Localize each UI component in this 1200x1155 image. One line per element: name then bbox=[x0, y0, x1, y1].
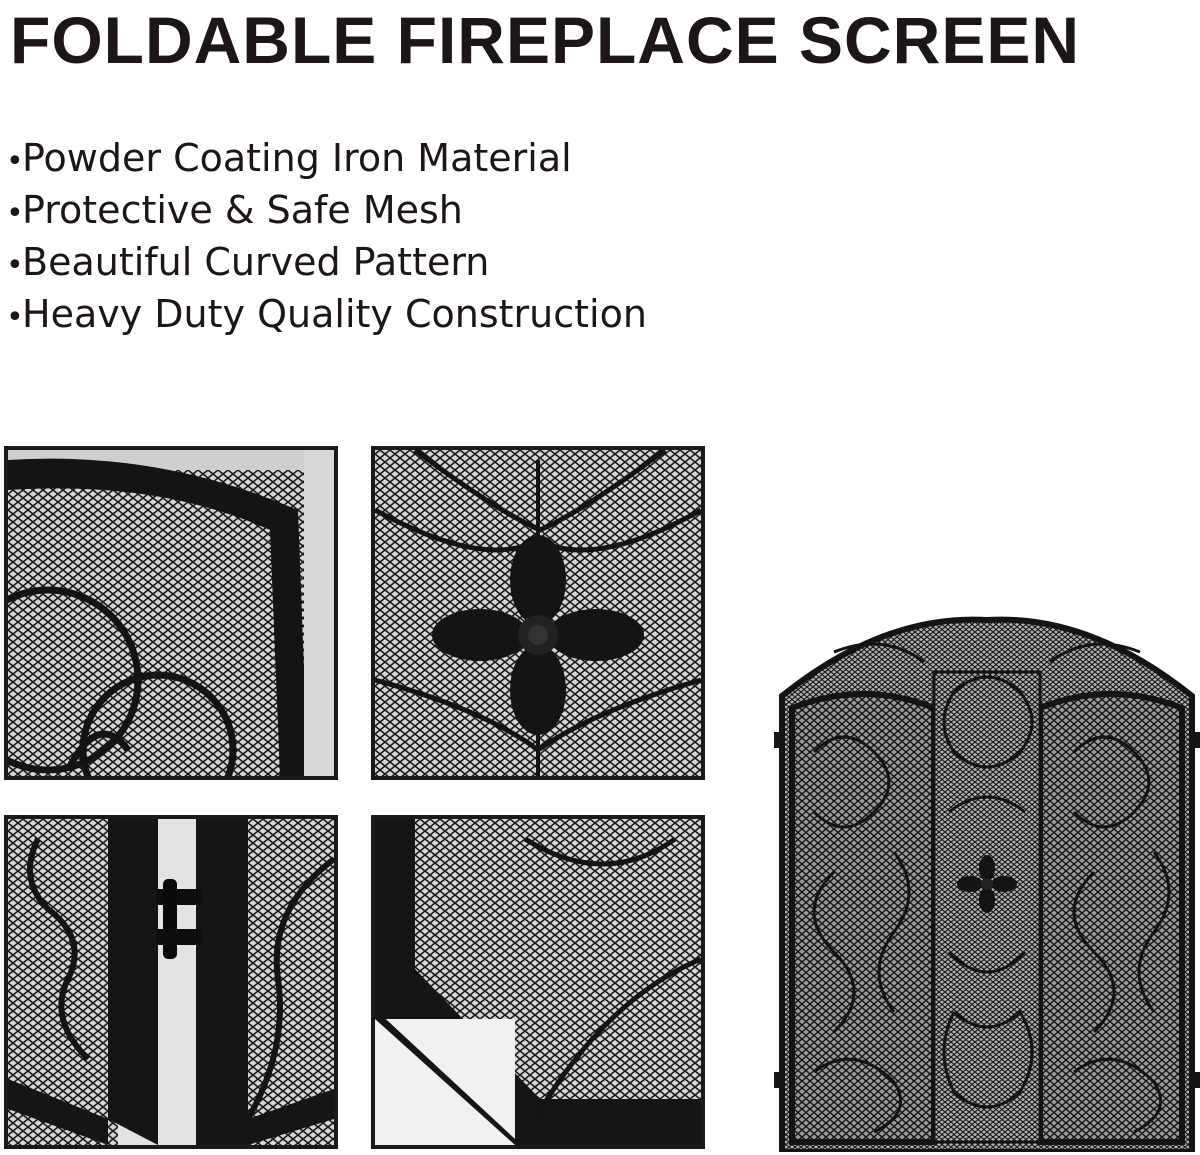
feature-text: Heavy Duty Quality Construction bbox=[22, 292, 647, 336]
feature-item: •Powder Coating Iron Material bbox=[6, 132, 647, 184]
page-title: FOLDABLE FIREPLACE SCREEN bbox=[10, 3, 1081, 77]
bullet-icon: • bbox=[6, 248, 24, 283]
feature-item: •Beautiful Curved Pattern bbox=[6, 236, 647, 288]
bullet-icon: • bbox=[6, 144, 24, 179]
bullet-icon: • bbox=[6, 300, 24, 335]
feature-item: •Protective & Safe Mesh bbox=[6, 184, 647, 236]
flower-icon bbox=[432, 535, 644, 735]
feature-text: Powder Coating Iron Material bbox=[22, 136, 572, 180]
detail-photo-hinge bbox=[4, 815, 338, 1149]
feature-text: Protective & Safe Mesh bbox=[22, 188, 463, 232]
panel-corner-illustration bbox=[375, 819, 701, 1145]
bullet-icon: • bbox=[6, 196, 24, 231]
frame-corner-illustration bbox=[8, 450, 334, 776]
feature-item: •Heavy Duty Quality Construction bbox=[6, 288, 647, 340]
feature-list: •Powder Coating Iron Material •Protectiv… bbox=[6, 132, 647, 340]
detail-photo-panel-corner bbox=[371, 815, 705, 1149]
product-fireplace-screen bbox=[774, 612, 1200, 1152]
fireplace-screen-illustration bbox=[774, 612, 1200, 1152]
center-flower-icon bbox=[957, 855, 1017, 913]
flower-ornament-illustration bbox=[375, 450, 701, 776]
detail-photo-flower-ornament bbox=[371, 446, 705, 780]
detail-photo-frame-corner bbox=[4, 446, 338, 780]
feature-text: Beautiful Curved Pattern bbox=[22, 240, 490, 284]
hinge-illustration bbox=[8, 819, 334, 1145]
